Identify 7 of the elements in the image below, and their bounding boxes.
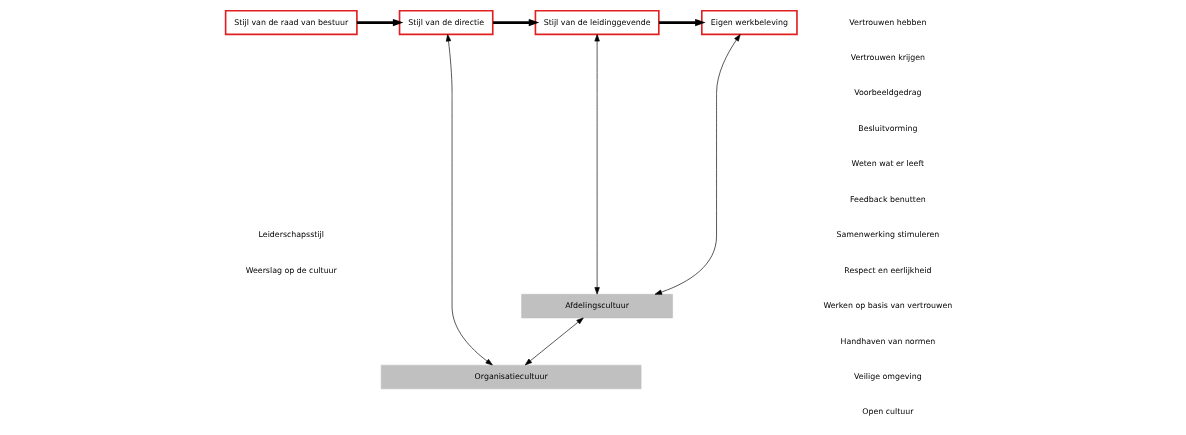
arrow <box>445 34 493 366</box>
arrow <box>654 34 741 295</box>
arrow <box>492 18 539 27</box>
arrow <box>593 34 600 295</box>
arrow <box>658 18 706 27</box>
arrow <box>524 317 584 366</box>
arrow <box>356 18 403 27</box>
